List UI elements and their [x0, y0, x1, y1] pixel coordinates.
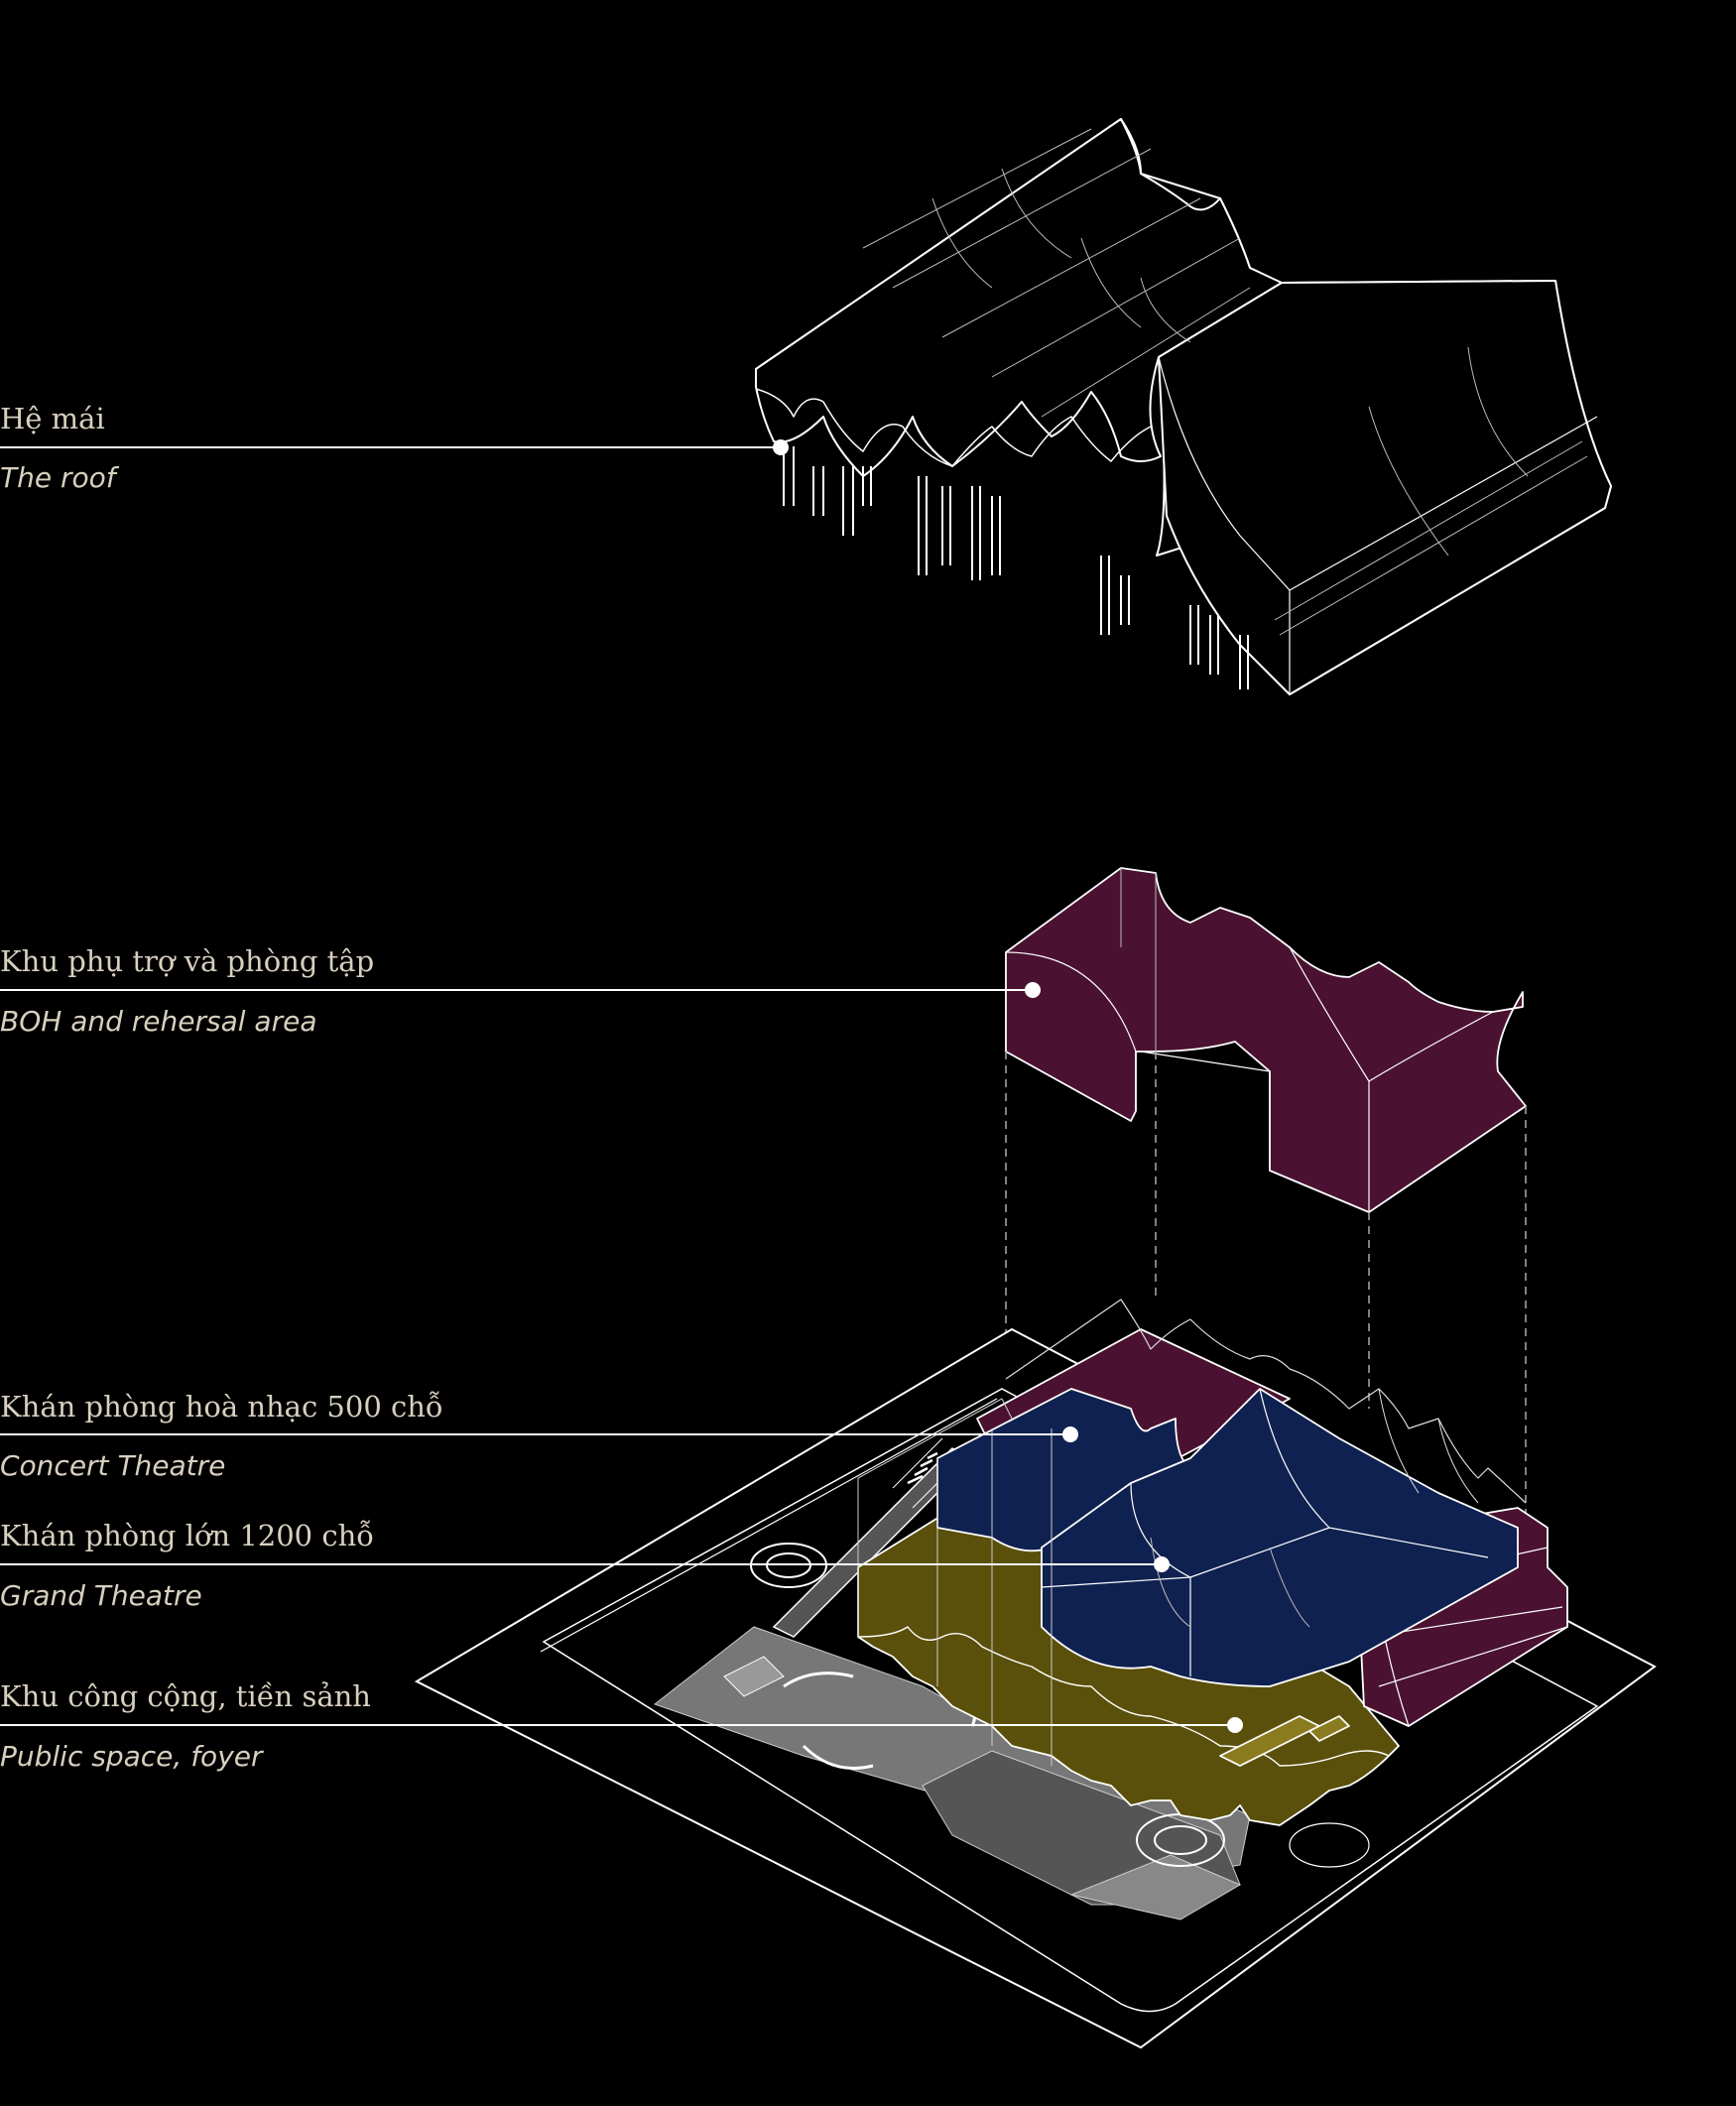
- label-roof-en: The roof: [0, 461, 116, 494]
- projection-lines: [1005, 1052, 1527, 1528]
- callout-public: [0, 1717, 1243, 1733]
- label-concert-en: Concert Theatre: [0, 1449, 226, 1482]
- callout-roof: [0, 439, 789, 455]
- label-public-en: Public space, foyer: [0, 1740, 263, 1773]
- marker-dot-roof: [773, 439, 789, 455]
- label-public-vi: Khu công cộng, tiền sảnh: [0, 1679, 371, 1713]
- label-grand-en: Grand Theatre: [0, 1579, 202, 1612]
- roof-system-drawing: [755, 118, 1612, 695]
- marker-dot-concert: [1062, 1426, 1078, 1442]
- callout-grand: [0, 1556, 1170, 1572]
- marker-dot-boh: [1025, 982, 1041, 998]
- label-roof-vi: Hệ mái: [0, 402, 105, 435]
- marker-dot-grand: [1154, 1556, 1170, 1572]
- callout-boh: [0, 982, 1041, 998]
- boh-rehearsal-block: [1005, 867, 1527, 1213]
- label-grand-vi: Khán phòng lớn 1200 chỗ: [0, 1519, 374, 1552]
- label-boh-vi: Khu phụ trợ và phòng tập: [0, 944, 375, 978]
- label-boh-en: BOH and rehersal area: [0, 1005, 317, 1038]
- label-concert-vi: Khán phòng hoà nhạc 500 chỗ: [0, 1390, 443, 1424]
- marker-dot-public: [1227, 1717, 1243, 1733]
- callout-concert: [0, 1426, 1078, 1442]
